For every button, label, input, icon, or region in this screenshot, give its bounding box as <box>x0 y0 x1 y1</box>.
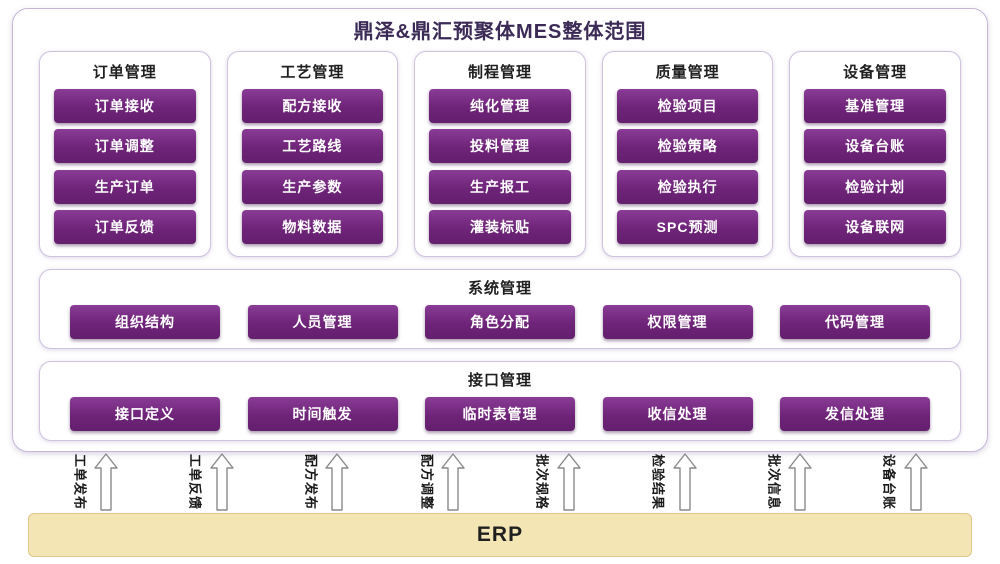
interface-management-row: 接口管理 接口定义时间触发临时表管理收信处理发信处理 <box>39 361 961 441</box>
arrow-label: 配方发布 <box>303 453 319 511</box>
arrow-label-box: 检验结果 <box>651 453 668 511</box>
arrow-label-box: 工单发布 <box>72 453 89 511</box>
module-column-title: 工艺管理 <box>280 64 345 81</box>
module-column: 制程管理 纯化管理投料管理生产报工灌装标贴 <box>414 51 586 257</box>
module-block: 生产订单 <box>54 169 196 204</box>
arrow-label-box: 配方发布 <box>303 453 320 511</box>
module-block: 纯化管理 <box>429 89 571 123</box>
module-block: 权限管理 <box>602 305 753 339</box>
erp-flow-arrow: 配方发布 <box>283 453 369 511</box>
module-block: 组织结构 <box>70 305 220 339</box>
module-block: 临时表管理 <box>425 397 575 431</box>
module-column: 质量管理 检验项目检验策略检验执行 SPC预测 <box>601 51 774 257</box>
arrow-label-box: 批次信息 <box>766 453 783 511</box>
up-arrow-icon <box>788 453 812 511</box>
erp-flow-arrow: 批次规格 <box>515 453 601 511</box>
module-column-title: 质量管理 <box>655 64 720 81</box>
arrow-label-box: 配方调整 <box>419 453 436 511</box>
up-arrow-icon <box>557 453 581 511</box>
arrow-label: 批次规格 <box>534 453 550 511</box>
row-title: 接口管理 <box>467 372 532 389</box>
module-column: 订单管理 订单接收订单调整生产订单订单反馈 <box>39 51 211 257</box>
up-arrow-icon <box>210 453 234 511</box>
module-block: 接口定义 <box>70 397 220 431</box>
module-block: 人员管理 <box>247 305 398 339</box>
module-block: 设备联网 <box>804 209 946 244</box>
module-block: 检验项目 <box>616 89 759 123</box>
module-block: 代码管理 <box>780 305 930 339</box>
erp-flow-arrow: 工单反馈 <box>168 453 254 511</box>
row-title: 系统管理 <box>467 280 532 297</box>
row-buttons: 组织结构人员管理角色分配权限管理代码管理 <box>70 305 930 339</box>
module-block: SPC预测 <box>616 209 759 244</box>
module-block: 工艺路线 <box>241 129 384 164</box>
wide-row-inner: 系统管理 组织结构人员管理角色分配权限管理代码管理 <box>70 277 930 339</box>
module-column-buttons: 订单接收订单调整生产订单订单反馈 <box>54 89 196 244</box>
mes-scope-panel: 鼎泽&鼎汇预聚体MES整体范围 订单管理 订单接收订单调整生产订单订单反馈 工艺… <box>12 8 988 452</box>
module-block: 配方接收 <box>241 89 384 123</box>
wide-row-inner: 接口管理 接口定义时间触发临时表管理收信处理发信处理 <box>70 369 930 431</box>
module-block: 基准管理 <box>804 89 946 123</box>
module-block: 订单接收 <box>54 89 196 123</box>
up-arrow-icon <box>325 453 350 511</box>
arrow-label-box: 批次规格 <box>535 453 552 511</box>
module-column-title: 设备管理 <box>843 64 908 81</box>
module-column-title: 订单管理 <box>92 64 157 81</box>
erp-flow-arrows-row: 工单发布 工单反馈 配方发布 配方调整 批次规格 <box>0 452 1000 512</box>
up-arrow-icon <box>94 453 118 511</box>
module-block: 收信处理 <box>602 397 753 431</box>
module-column-buttons: 基准管理设备台账检验计划设备联网 <box>804 89 946 244</box>
module-columns-row: 订单管理 订单接收订单调整生产订单订单反馈 工艺管理 配方接收工艺路线生产参数物… <box>39 51 961 257</box>
module-column-title: 制程管理 <box>467 64 532 81</box>
module-column-buttons: 纯化管理投料管理生产报工灌装标贴 <box>429 89 571 244</box>
system-management-row: 系统管理 组织结构人员管理角色分配权限管理代码管理 <box>39 269 961 349</box>
erp-flow-arrow: 检验结果 <box>631 453 717 511</box>
arrow-label: 工单发布 <box>72 453 87 511</box>
erp-label: ERP <box>476 523 524 546</box>
module-block: 检验执行 <box>616 169 759 204</box>
module-block: 检验策略 <box>616 129 759 164</box>
erp-flow-arrow: 设备台账 <box>862 453 948 511</box>
erp-bar: ERP <box>28 513 972 557</box>
module-block: 检验计划 <box>804 169 946 204</box>
module-column: 设备管理 基准管理设备台账检验计划设备联网 <box>789 51 961 257</box>
module-block: 生产报工 <box>429 169 571 204</box>
module-block: 订单反馈 <box>54 209 196 244</box>
arrow-label-box: 设备台账 <box>882 453 899 511</box>
arrow-label: 设备台账 <box>881 453 897 511</box>
erp-flow-arrow: 配方调整 <box>399 453 485 511</box>
arrow-label: 配方调整 <box>419 453 435 511</box>
module-column: 工艺管理 配方接收工艺路线生产参数物料数据 <box>226 51 399 257</box>
erp-flow-arrow: 工单发布 <box>52 453 138 511</box>
row-buttons: 接口定义时间触发临时表管理收信处理发信处理 <box>70 397 930 431</box>
up-arrow-icon <box>441 453 465 511</box>
arrow-label-box: 工单反馈 <box>188 453 205 511</box>
arrow-label: 工单反馈 <box>187 453 203 511</box>
module-column-buttons: 检验项目检验策略检验执行 SPC预测 <box>616 89 759 244</box>
module-block: 灌装标贴 <box>429 209 571 244</box>
module-block: 角色分配 <box>425 305 575 339</box>
module-column-buttons: 配方接收工艺路线生产参数物料数据 <box>241 89 384 244</box>
up-arrow-icon <box>672 453 697 511</box>
arrow-label: 批次信息 <box>766 453 782 511</box>
module-block: 设备台账 <box>804 129 946 164</box>
up-arrow-icon <box>904 453 928 511</box>
module-block: 物料数据 <box>241 209 384 244</box>
module-block: 发信处理 <box>780 397 930 431</box>
arrow-label: 检验结果 <box>650 453 666 511</box>
diagram-title: 鼎泽&鼎汇预聚体MES整体范围 <box>353 21 647 43</box>
module-block: 生产参数 <box>241 169 384 204</box>
module-block: 投料管理 <box>429 129 571 164</box>
erp-flow-arrow: 批次信息 <box>746 453 832 511</box>
module-block: 时间触发 <box>247 397 398 431</box>
module-block: 订单调整 <box>54 129 196 164</box>
